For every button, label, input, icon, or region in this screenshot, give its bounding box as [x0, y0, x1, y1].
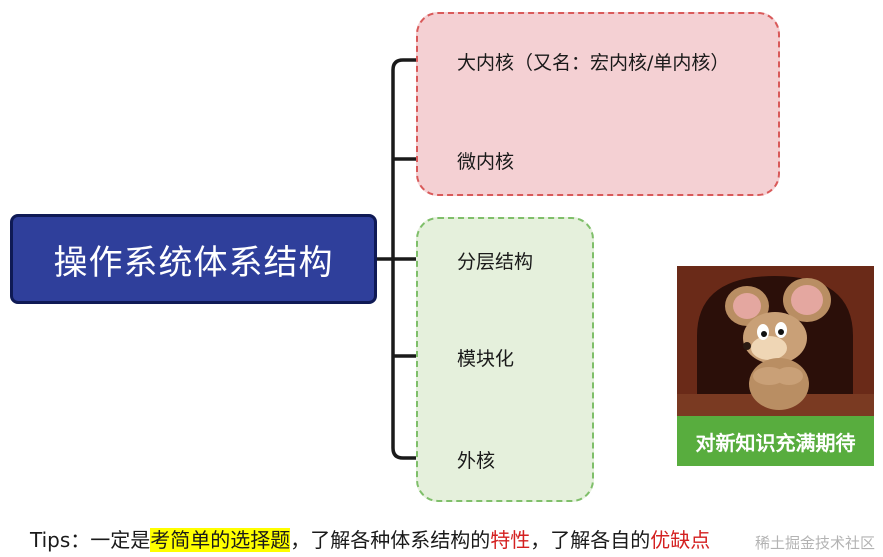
- branch-exokernel: 外核: [457, 450, 496, 472]
- tips-mid2: ，了解各自的: [530, 528, 651, 552]
- tips-mid: ，了解各种体系结构的: [290, 528, 491, 552]
- kernel-group-box: [416, 12, 780, 196]
- meme-caption: 对新知识充满期待: [677, 416, 874, 466]
- root-node-label: 操作系统体系结构: [53, 242, 334, 283]
- tips-highlight: 考简单的选择题: [150, 528, 291, 552]
- branch-layered: 分层结构: [457, 251, 534, 273]
- branch-microkernel: 微内核: [457, 151, 515, 173]
- meme-image: 对新知识充满期待: [677, 266, 874, 466]
- tips-emphasis-pros-cons: 优缺点: [650, 528, 711, 552]
- branch-monolithic-kernel: 大内核（又名：宏内核/单内核）: [457, 52, 730, 74]
- mouse-illustration: [677, 266, 874, 416]
- watermark: 稀土掘金技术社区: [754, 534, 875, 552]
- structure-group-box: [416, 217, 594, 502]
- tips-prefix: Tips：一定是: [30, 528, 151, 552]
- tips-emphasis-features: 特性: [490, 528, 531, 552]
- tips-line: Tips：一定是考简单的选择题，了解各种体系结构的特性，了解各自的优缺点: [30, 524, 710, 553]
- root-node: 操作系统体系结构: [10, 214, 377, 304]
- branch-modular: 模块化: [457, 348, 515, 370]
